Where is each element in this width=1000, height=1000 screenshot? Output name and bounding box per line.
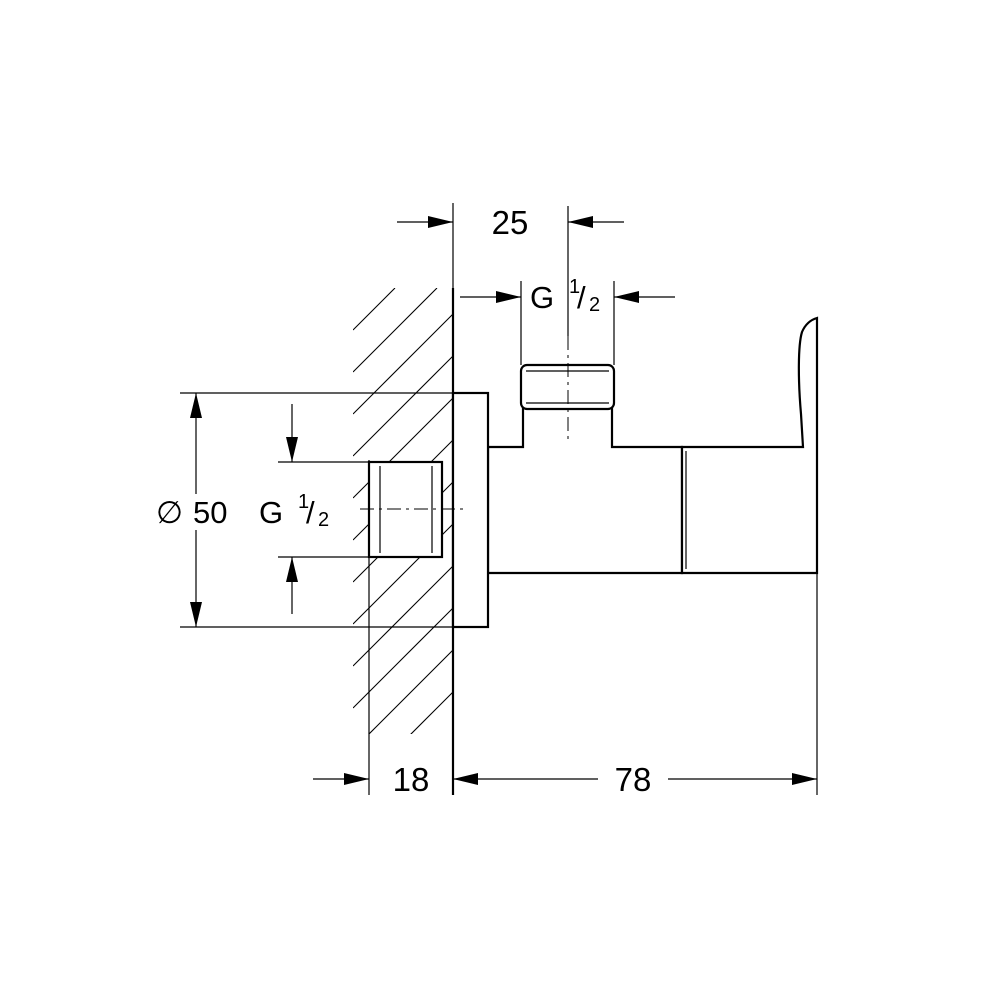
dimension-25: 25 (397, 204, 624, 241)
side-thread-slash: / (306, 495, 315, 530)
top-thread-num: 1 (569, 276, 580, 298)
dim-78-label: 78 (615, 761, 652, 798)
top-thread-slash: / (577, 280, 586, 315)
diameter-value: 50 (193, 495, 227, 530)
dimension-side-thread: G 1 / 2 (255, 404, 337, 614)
dimension-18: 18 (313, 761, 478, 798)
dimension-78: 78 (453, 761, 817, 798)
dim-18-label: 18 (393, 761, 430, 798)
wall-flange (451, 391, 490, 629)
dimension-diameter-50: ∅ 50 (154, 393, 244, 627)
side-thread-num: 1 (298, 491, 309, 513)
valve-body (486, 403, 684, 575)
top-thread-label: G (530, 280, 554, 315)
diameter-symbol: ∅ (156, 495, 183, 530)
top-thread-den: 2 (589, 294, 600, 316)
side-thread-den: 2 (318, 509, 329, 531)
dimension-top-thread: G 1 / 2 (460, 276, 675, 316)
side-thread-letter: G (259, 495, 283, 530)
valve-handle (680, 316, 819, 575)
dim-25-label: 25 (492, 204, 529, 241)
